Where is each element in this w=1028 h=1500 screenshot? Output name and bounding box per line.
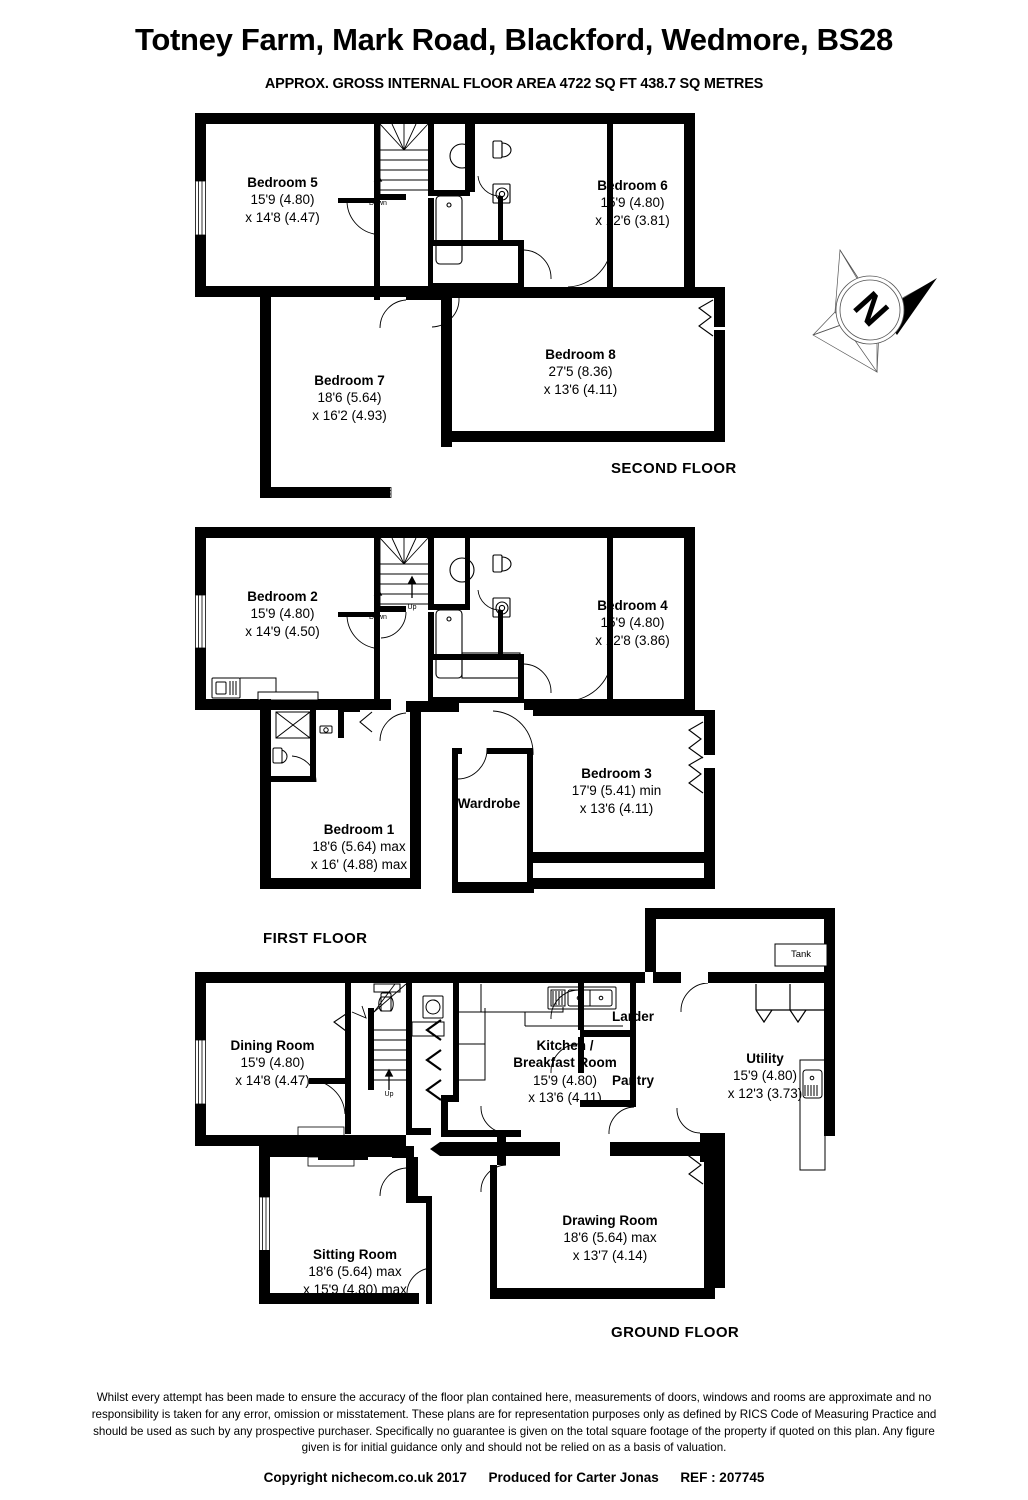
copyright-line: Copyright nichecom.co.uk 2017 Produced f… [0, 1470, 1028, 1485]
room-label-kitchen-breakfast-room: Kitchen / Breakfast Room 15'9 (4.80) x 1… [513, 1038, 617, 1105]
room-label-dining-room: Dining Room 15'9 (4.80) x 14'8 (4.47) [230, 1038, 315, 1088]
room-label-bedroom-2: Bedroom 2 15'9 (4.80) x 14'9 (4.50) [245, 589, 320, 639]
stair-direction-up-ground: Up [384, 1091, 394, 1098]
stair-direction-down-first: Down [369, 614, 387, 621]
room-label-utility: Utility 15'9 (4.80) x 12'3 (3.73) [727, 1051, 803, 1101]
room-label-bedroom-4: Bedroom 4 15'9 (4.80) x 12'8 (3.86) [595, 598, 670, 648]
floor-area-subtitle: APPROX. GROSS INTERNAL FLOOR AREA 4722 S… [264, 76, 764, 92]
room-label-bedroom-6: Bedroom 6 15'9 (4.80) x 12'6 (3.81) [595, 178, 670, 228]
room-label-pantry: Pantry [611, 1073, 655, 1088]
reference-number: REF : 207745 [680, 1470, 765, 1485]
room-label-larder: Larder [611, 1009, 655, 1024]
tank-label: Tank [790, 949, 812, 960]
first-floor-plan [195, 527, 715, 893]
north-arrow: N [812, 248, 937, 374]
room-label-sitting-room: Sitting Room 18'6 (5.64) max x 15'9 (4.8… [303, 1247, 407, 1297]
disclaimer-text: Whilst every attempt has been made to en… [91, 1391, 937, 1455]
room-label-bedroom-3: Bedroom 3 17'9 (5.41) min x 13'6 (4.11) [571, 766, 662, 816]
copyright-text: Copyright nichecom.co.uk 2017 [263, 1470, 467, 1485]
ground-floor-plan [195, 908, 835, 1304]
stair-direction-up-first: Up [407, 604, 417, 611]
room-label-bedroom-7: Bedroom 7 18'6 (5.64) x 16'2 (4.93) [312, 373, 387, 423]
produced-for-text: Produced for Carter Jonas [488, 1470, 659, 1485]
room-label-wardrobe: Wardrobe [457, 796, 521, 811]
floor-label-second: SECOND FLOOR [611, 460, 737, 477]
page-title: Totney Farm, Mark Road, Blackford, Wedmo… [135, 22, 893, 57]
room-label-drawing-room: Drawing Room 18'6 (5.64) max x 13'7 (4.1… [562, 1213, 658, 1263]
room-label-bedroom-5: Bedroom 5 15'9 (4.80) x 14'8 (4.47) [245, 175, 320, 225]
floor-label-first: FIRST FLOOR [263, 930, 368, 947]
stair-direction-down-second: Down [369, 200, 387, 207]
second-floor-plan [195, 113, 725, 498]
room-label-bedroom-1: Bedroom 1 18'6 (5.64) max x 16' (4.88) m… [310, 822, 408, 872]
floor-label-ground: GROUND FLOOR [611, 1324, 740, 1341]
room-label-bedroom-8: Bedroom 8 27'5 (8.36) x 13'6 (4.11) [543, 347, 618, 397]
